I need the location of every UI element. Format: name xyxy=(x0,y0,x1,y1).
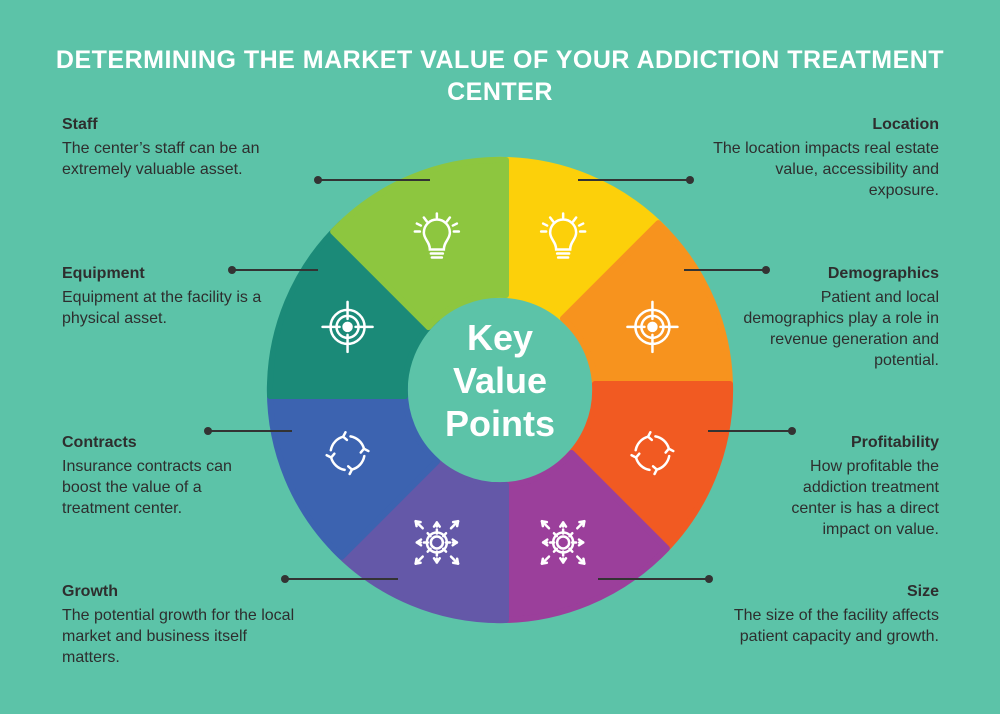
item-text: The potential growth for the local marke… xyxy=(62,607,295,666)
lightbulb-icon xyxy=(413,212,461,259)
item-text: The center’s staff can be an extremely v… xyxy=(62,140,260,178)
connector-dot xyxy=(788,427,796,435)
connector-dot xyxy=(228,266,236,274)
item-title: Size xyxy=(906,583,939,600)
target-icon xyxy=(321,300,374,354)
connector-dot xyxy=(314,176,322,184)
segment-staff xyxy=(330,156,509,331)
cycle-icon xyxy=(325,431,370,476)
item-size: Size The size of the facility affects pa… xyxy=(689,581,939,647)
center-label: Key xyxy=(467,317,533,358)
target-icon xyxy=(626,300,679,354)
item-text: Equipment at the facility is a physical … xyxy=(62,289,262,327)
item-equipment: Equipment Equipment at the facility is a… xyxy=(62,263,272,329)
item-demographics: Demographics Patient and local demograph… xyxy=(734,263,939,371)
segment-location xyxy=(491,156,670,331)
item-title: Contracts xyxy=(62,434,137,451)
item-text: Insurance contracts can boost the value … xyxy=(62,458,232,517)
gear-expand-icon xyxy=(414,519,460,565)
item-profitability: Profitability How profitable the addicti… xyxy=(764,432,939,540)
segment-contracts xyxy=(266,381,441,560)
connector-dot xyxy=(705,575,713,583)
item-text: How profitable the addiction treatment c… xyxy=(791,458,939,538)
item-title: Demographics xyxy=(827,265,939,282)
item-title: Growth xyxy=(62,583,118,600)
item-text: The location impacts real estate value, … xyxy=(713,140,939,199)
connector-dot xyxy=(281,575,289,583)
item-staff: Staff The center’s staff can be an extre… xyxy=(62,114,312,180)
lightbulb-icon xyxy=(539,212,587,259)
item-title: Location xyxy=(872,116,939,133)
segment-demographics xyxy=(559,220,734,399)
item-title: Staff xyxy=(62,116,98,133)
connector-dot xyxy=(762,266,770,274)
item-location: Location The location impacts real estat… xyxy=(709,114,939,201)
item-text: The size of the facility affects patient… xyxy=(733,607,939,645)
center-label: Value xyxy=(453,360,547,401)
cycle-icon xyxy=(630,431,675,476)
center-label: Points xyxy=(445,403,555,444)
gear-expand-icon xyxy=(540,519,586,565)
page-title: DETERMINING THE MARKET VALUE OF YOUR ADD… xyxy=(55,46,945,106)
segment-profitability xyxy=(559,381,734,560)
item-growth: Growth The potential growth for the loca… xyxy=(62,581,297,668)
item-contracts: Contracts Insurance contracts can boost … xyxy=(62,432,267,519)
item-title: Equipment xyxy=(62,265,145,282)
connector-dot xyxy=(686,176,694,184)
segment-equipment xyxy=(266,220,441,399)
connector-dot xyxy=(204,427,212,435)
item-title: Profitability xyxy=(850,434,939,451)
item-text: Patient and local demographics play a ro… xyxy=(743,289,939,369)
